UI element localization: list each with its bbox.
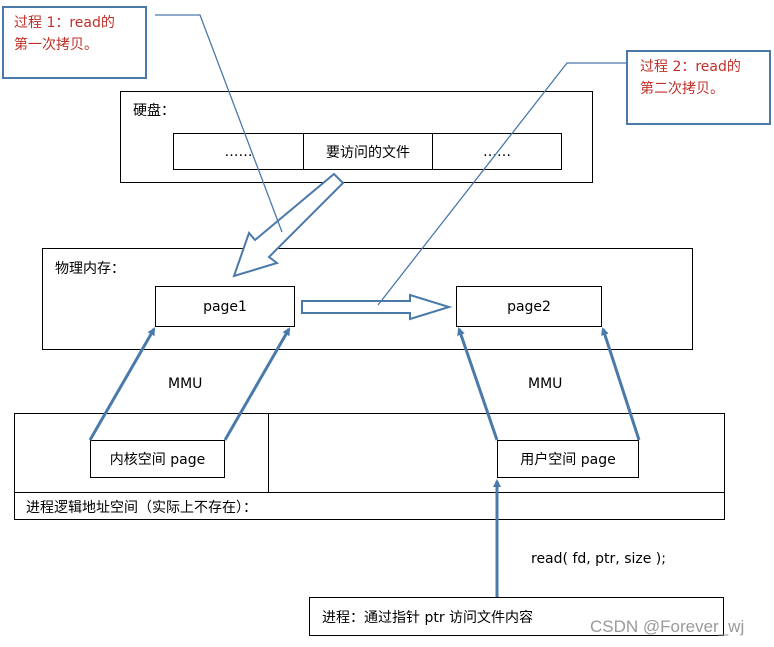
process-text: 进程：通过指针 ptr 访问文件内容 <box>322 609 534 626</box>
process-box: 进程：通过指针 ptr 访问文件内容 <box>309 597 724 636</box>
mmu-right-arrow-1 <box>457 327 499 441</box>
callout-step-1-line2: 第一次拷贝。 <box>14 37 98 53</box>
user-space-page-text: 用户空间 page <box>520 452 616 468</box>
callout-1-leader <box>155 14 283 233</box>
disk-label: 硬盘： <box>133 103 175 119</box>
memory-page2: page2 <box>456 286 602 327</box>
callout-step-1: 过程 1：read的 第一次拷贝。 <box>2 6 147 79</box>
address-space-divider-horizontal <box>14 492 725 493</box>
mmu-right-arrow-2 <box>601 327 641 441</box>
callout-step-2-line2: 第二次拷贝。 <box>640 81 724 97</box>
address-space-label: 进程逻辑地址空间（实际上不存在）： <box>26 500 257 516</box>
callout-2-leader <box>377 62 626 306</box>
memory-page1-text: page1 <box>203 298 247 315</box>
syscall-label: read( fd, ptr, size ); <box>531 551 666 567</box>
copy-1-block-arrow <box>232 172 345 278</box>
disk-cell-target-file-text: 要访问的文件 <box>326 144 410 161</box>
memory-label: 物理内存： <box>55 261 125 277</box>
disk-cell-right-text: …… <box>483 143 511 160</box>
address-space-divider-vertical <box>268 413 269 493</box>
mmu-left-arrow-2 <box>223 327 291 441</box>
user-space-page: 用户空间 page <box>497 440 639 478</box>
kernel-space-page-text: 内核空间 page <box>109 452 206 468</box>
mmu-label-left: MMU <box>168 376 203 392</box>
memory-page1: page1 <box>155 286 295 327</box>
memory-page2-text: page2 <box>507 298 551 315</box>
callout-step-1-line1: 过程 1：read的 <box>14 15 115 31</box>
mmu-label-right: MMU <box>528 376 563 392</box>
callout-step-2: 过程 2：read的 第二次拷贝。 <box>626 50 771 125</box>
disk-cell-left-text: …… <box>224 143 253 160</box>
mmu-left-arrow-1 <box>88 327 156 441</box>
copy-2-block-arrow <box>301 293 453 321</box>
disk-cell-target-file: 要访问的文件 <box>303 133 433 170</box>
disk-cell-left: …… <box>173 133 304 170</box>
watermark: CSDN @Forever_wj <box>590 617 745 636</box>
callout-step-2-line1: 过程 2：read的 <box>640 59 741 75</box>
disk-cell-right: …… <box>432 133 562 170</box>
kernel-space-page: 内核空间 page <box>90 440 225 478</box>
